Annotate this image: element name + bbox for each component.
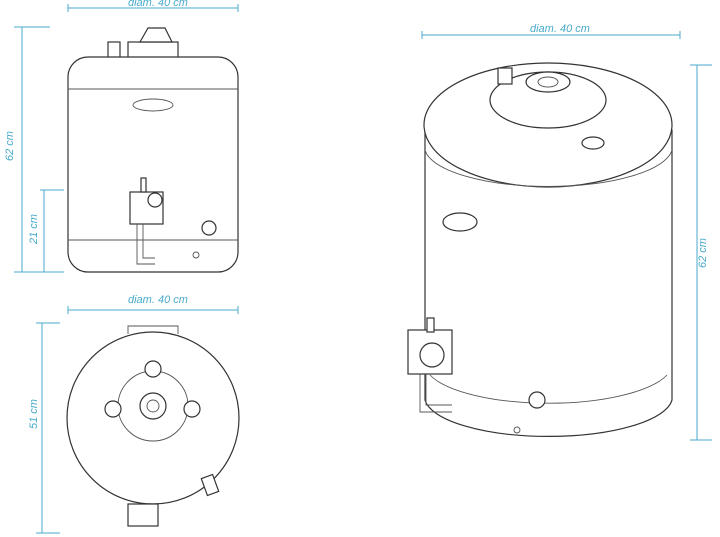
brand-logo (132, 98, 174, 112)
front-valve-height-label: 21 cm (27, 214, 40, 244)
front-view-heater (14, 4, 239, 273)
front-width-label: diam. 40 cm (128, 0, 188, 9)
isometric-view-heater (407, 31, 712, 441)
iso-height-label: 62 cm (696, 238, 709, 268)
bottom-depth-label: 51 cm (27, 399, 40, 429)
iso-width-label: diam. 40 cm (530, 23, 590, 35)
bottom-width-label: diam. 40 cm (128, 294, 188, 306)
bottom-view-heater (36, 306, 240, 534)
brand-logo (442, 212, 478, 232)
front-height-label: 62 cm (3, 131, 16, 161)
